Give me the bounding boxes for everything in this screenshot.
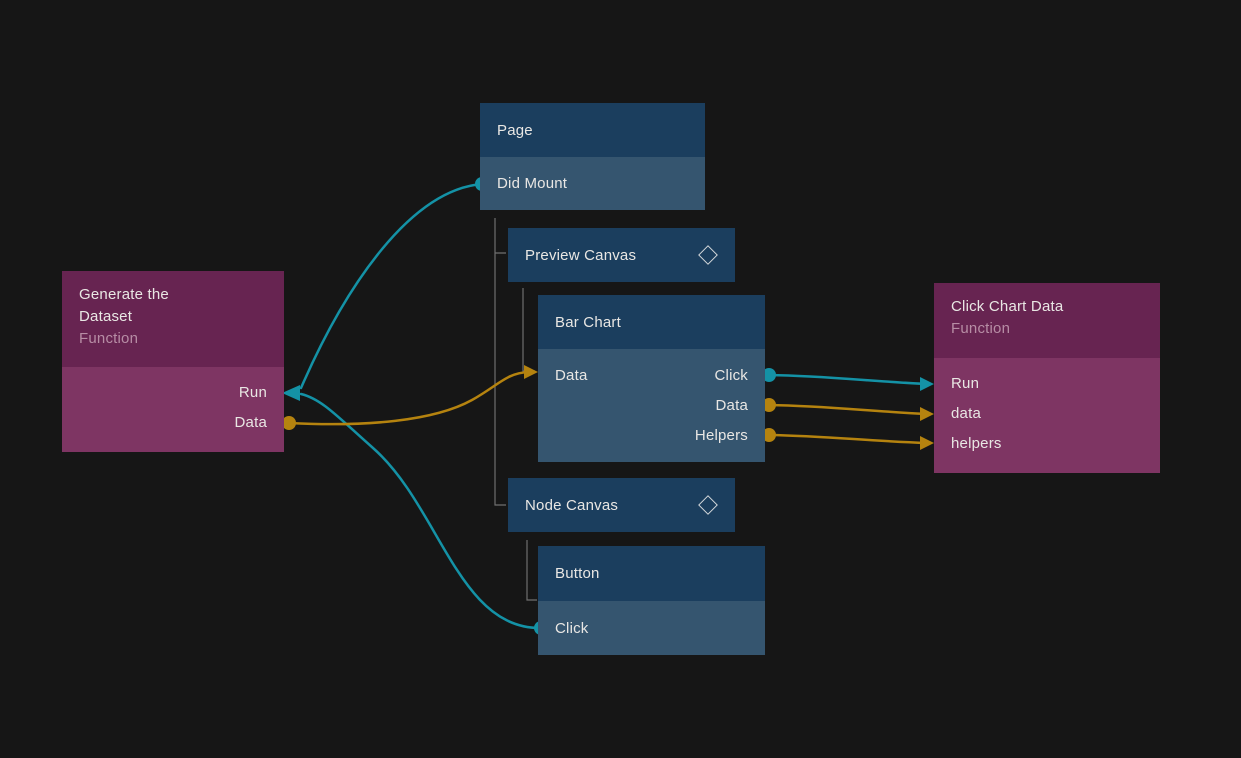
arrowhead-barchart-data bbox=[524, 365, 538, 379]
node-preview-canvas-header[interactable]: Preview Canvas bbox=[508, 228, 735, 282]
node-preview-canvas[interactable]: Preview Canvas bbox=[508, 228, 735, 282]
node-bar-chart-body: Data Click Data Helpers bbox=[538, 349, 765, 462]
node-node-canvas-title: Node Canvas bbox=[525, 496, 619, 514]
arrowhead-generate-run bbox=[282, 385, 300, 401]
node-page-header[interactable]: Page bbox=[480, 103, 705, 157]
port-generate-data-out[interactable]: Data bbox=[234, 413, 267, 431]
node-generate-dataset-header[interactable]: Generate the Dataset Function bbox=[62, 271, 284, 367]
node-bar-chart-title: Bar Chart bbox=[555, 313, 621, 331]
node-button-title: Button bbox=[555, 565, 600, 582]
port-dot-barchartclick[interactable] bbox=[762, 368, 776, 382]
tree-connector-nodecanvas-button bbox=[526, 540, 537, 601]
port-label-button-click: Click bbox=[555, 619, 589, 637]
node-generate-dataset[interactable]: Generate the Dataset Function Run Data bbox=[62, 271, 284, 452]
node-generate-dataset-title: Generate the Dataset bbox=[79, 286, 169, 325]
node-click-chart-data-body: Run data helpers bbox=[934, 358, 1160, 473]
port-button-click[interactable]: Click bbox=[538, 601, 765, 655]
arrowhead-clickchart-data bbox=[920, 407, 934, 421]
arrowhead-clickchart-helpers bbox=[920, 436, 934, 450]
node-button-header[interactable]: Button bbox=[538, 546, 765, 601]
port-generate-run-in[interactable]: Run bbox=[238, 383, 267, 401]
node-click-chart-data-subtitle: Function bbox=[951, 320, 1011, 337]
wire-barchartdata-to-data[interactable] bbox=[767, 403, 929, 416]
port-page-did-mount[interactable]: Did Mount bbox=[480, 157, 705, 210]
node-click-chart-data[interactable]: Click Chart Data Function Run data helpe… bbox=[934, 283, 1160, 473]
node-preview-canvas-title: Preview Canvas bbox=[525, 246, 637, 264]
component-diamond-icon bbox=[698, 245, 718, 265]
node-bar-chart[interactable]: Bar Chart Data Click Data Helpers bbox=[538, 295, 765, 462]
wire-barcharthelpers-to-helpers[interactable] bbox=[767, 433, 929, 445]
node-click-chart-data-header[interactable]: Click Chart Data Function bbox=[934, 283, 1160, 358]
wire-didmount-to-run[interactable] bbox=[299, 182, 484, 390]
tree-connector-page-children bbox=[494, 218, 506, 506]
port-label-did-mount: Did Mount bbox=[497, 175, 568, 192]
node-click-chart-data-title: Click Chart Data bbox=[951, 298, 1064, 315]
node-bar-chart-header[interactable]: Bar Chart bbox=[538, 295, 765, 349]
wire-buttonclick-to-run[interactable] bbox=[299, 392, 543, 630]
port-dot-barchartdata[interactable] bbox=[762, 398, 776, 412]
node-node-canvas[interactable]: Node Canvas bbox=[508, 478, 735, 532]
node-button[interactable]: Button Click bbox=[538, 546, 765, 655]
port-barchart-data-in[interactable]: Data bbox=[555, 366, 588, 384]
node-generate-dataset-subtitle: Function bbox=[79, 330, 139, 347]
port-barchart-click-out[interactable]: Click bbox=[714, 366, 748, 384]
tree-connector-preview-barchart bbox=[522, 288, 535, 372]
node-generate-dataset-body: Run Data bbox=[62, 367, 284, 452]
port-barchart-data-out[interactable]: Data bbox=[715, 396, 748, 414]
port-clickchart-helpers-in[interactable]: helpers bbox=[951, 434, 1002, 452]
node-page-title: Page bbox=[497, 121, 533, 139]
port-dot-generatedata[interactable] bbox=[282, 416, 296, 430]
port-barchart-helpers-out[interactable]: Helpers bbox=[694, 426, 748, 444]
arrowhead-clickchart-run bbox=[920, 377, 934, 391]
node-node-canvas-header[interactable]: Node Canvas bbox=[508, 478, 735, 532]
component-diamond-icon bbox=[698, 495, 718, 515]
port-clickchart-run-in[interactable]: Run bbox=[951, 374, 980, 392]
port-clickchart-data-in[interactable]: data bbox=[951, 404, 981, 422]
wire-barchartclick-to-run[interactable] bbox=[767, 373, 929, 386]
node-page[interactable]: Page Did Mount bbox=[480, 103, 705, 210]
wire-generatedata-to-barchartdata[interactable] bbox=[287, 370, 531, 426]
port-dot-barcharthelpers[interactable] bbox=[762, 428, 776, 442]
